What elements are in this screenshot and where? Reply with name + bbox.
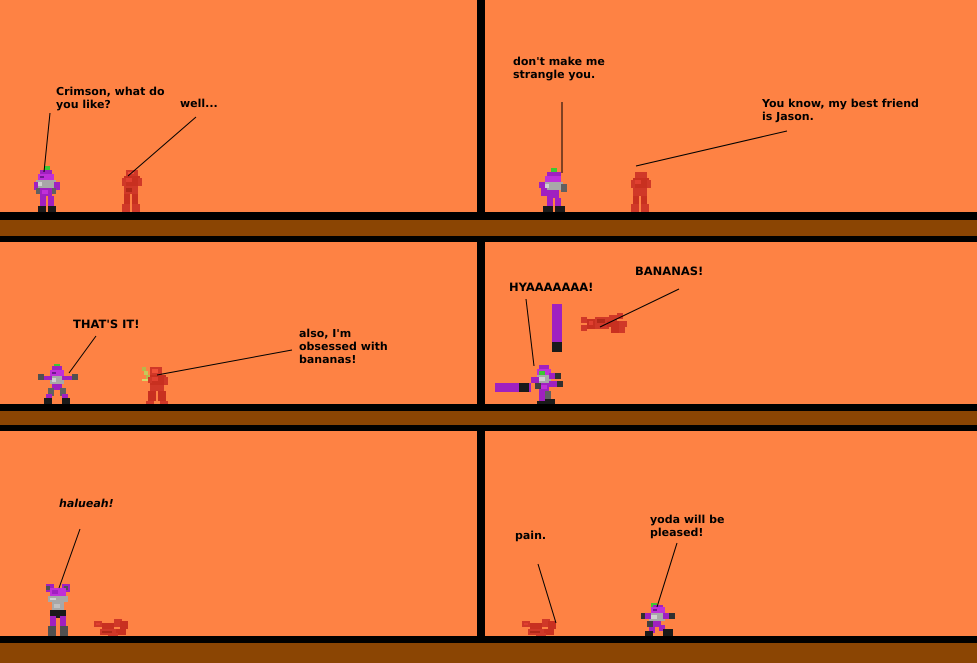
panel-sky [485, 0, 977, 212]
hero-sprite-victory [44, 584, 72, 636]
dialogue-hero-panel4: HYAAAAAAA! [509, 280, 594, 294]
villain-sprite-collapsed [94, 619, 130, 636]
ground-top-edge-row3 [0, 636, 977, 643]
dialogue-villain-panel3: also, I'm obsessed with bananas! [299, 327, 388, 366]
hero-sprite-dual-saber-attack [525, 365, 565, 404]
panel-divider-vertical-row3 [477, 431, 485, 636]
dialogue-hero-panel2: don't make me strangle you. [513, 55, 605, 81]
dialogue-hero-panel3: THAT'S IT! [73, 317, 140, 331]
ground-top-edge-row1 [0, 212, 977, 220]
panel-bottom-right: pain. yoda will be pleased! [485, 431, 977, 636]
panel-sky [0, 0, 477, 212]
ground-dirt-row1 [0, 220, 977, 236]
hero-sprite-standing [539, 168, 569, 212]
panel-divider-vertical-row2 [477, 242, 485, 404]
dialogue-villain-panel6: pain. [515, 529, 547, 542]
saber-hilt-vertical [552, 342, 562, 352]
panel-top-left: Crimson, what do you like? well... [0, 0, 477, 212]
ground-bottom-edge-row1 [0, 236, 977, 242]
panel-bottom-left: halueah! [0, 431, 477, 636]
villain-sprite-standing [118, 170, 144, 212]
panel-top-right: don't make me strangle you. You know, my… [485, 0, 977, 212]
saber-blade-horizontal [495, 383, 531, 392]
ground-bottom-edge-row2 [0, 425, 977, 431]
dialogue-villain-panel2: You know, my best friend is Jason. [762, 97, 919, 123]
ground-dirt-row2 [0, 411, 977, 425]
villain-sprite-collapsed [522, 619, 558, 636]
dialogue-villain-panel1: well... [180, 97, 218, 110]
villain-sprite-launched-airborne [581, 313, 627, 335]
saber-blade-vertical [552, 304, 562, 344]
villain-sprite-standing [627, 172, 653, 212]
dialogue-villain-panel4: BANANAS! [635, 264, 704, 278]
villain-sprite-sword-drawn [140, 367, 172, 404]
panel-divider-vertical-row1 [477, 0, 485, 212]
hero-sprite-arms-out [38, 364, 78, 404]
ground-dirt-row3 [0, 643, 977, 663]
ground-top-edge-row2 [0, 404, 977, 411]
dialogue-hero-panel6: yoda will be pleased! [650, 513, 725, 539]
panel-sky [0, 242, 477, 404]
panel-middle-right: HYAAAAAAA! BANANAS! [485, 242, 977, 404]
hero-sprite-standing [32, 166, 62, 212]
dialogue-hero-panel5: halueah! [59, 497, 114, 510]
panel-sky [485, 431, 977, 636]
dialogue-hero-panel1: Crimson, what do you like? [56, 85, 165, 111]
saber-hilt-horizontal [519, 383, 529, 392]
hero-sprite-walking-away [641, 603, 675, 636]
panel-sky [485, 242, 977, 404]
panel-middle-left: THAT'S IT! also, I'm obsessed with banan… [0, 242, 477, 404]
